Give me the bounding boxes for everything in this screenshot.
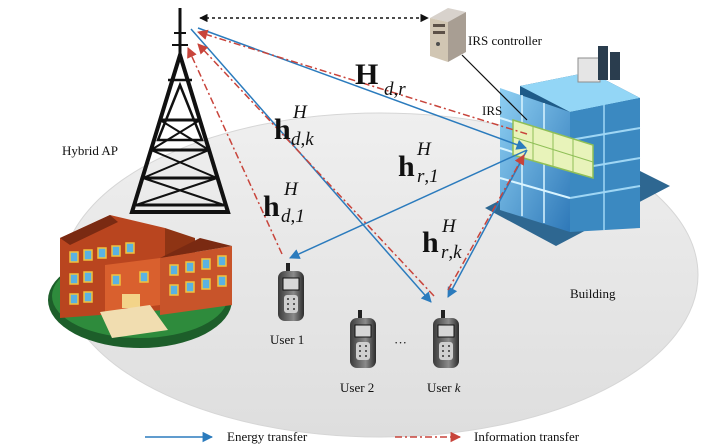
information-links — [187, 29, 528, 297]
user-2-phone-icon — [350, 310, 376, 368]
energy-link-ap-userk — [190, 28, 432, 303]
users-ellipsis: ··· — [394, 335, 407, 350]
channel-label-hr1: h H r,1 — [398, 139, 439, 187]
svg-text:r,1: r,1 — [417, 166, 439, 187]
svg-text:h: h — [398, 150, 415, 183]
svg-text:d,r: d,r — [384, 79, 406, 100]
user-1-phone-icon — [278, 263, 304, 321]
svg-text:h: h — [274, 113, 291, 146]
energy-link-ap-irs — [197, 27, 527, 150]
info-link-userk-ap — [197, 43, 435, 297]
energy-link-irs-user1 — [289, 149, 528, 259]
building-icon — [485, 46, 670, 246]
channel-label-hdk: h H d,k — [274, 102, 314, 150]
svg-text:H: H — [355, 58, 378, 91]
info-link-userk-irs — [447, 154, 525, 291]
user-k-label: User k — [427, 380, 461, 395]
svg-text:H: H — [416, 139, 432, 160]
svg-text:r,k: r,k — [441, 242, 462, 263]
house-icon — [48, 215, 232, 348]
svg-text:h: h — [422, 226, 439, 259]
svg-text:d,1: d,1 — [281, 206, 305, 227]
user-1-label: User 1 — [270, 332, 304, 347]
building-label: Building — [570, 286, 616, 301]
energy-links — [190, 27, 528, 303]
user-k-phone-icon — [433, 310, 459, 368]
irs-controller-server-icon — [430, 8, 466, 62]
svg-text:H: H — [441, 216, 457, 237]
hybrid-ap-label: Hybrid AP — [62, 143, 118, 158]
svg-text:h: h — [263, 190, 280, 223]
legend-energy-label: Energy transfer — [227, 429, 308, 444]
info-link-irs-ap — [196, 29, 528, 135]
hybrid-ap-tower-icon — [129, 8, 231, 214]
control-links — [199, 13, 528, 121]
channel-label-hd1: h H d,1 — [263, 179, 305, 227]
irs-controller-label: IRS controller — [468, 33, 543, 48]
legend: Energy transfer Information transfer — [145, 429, 580, 444]
user-2-label: User 2 — [340, 380, 374, 395]
channel-label-Hdr: H d,r — [355, 58, 406, 100]
legend-information-label: Information transfer — [474, 429, 580, 444]
channel-label-hrk: h H r,k — [422, 216, 462, 263]
svg-text:d,k: d,k — [291, 129, 314, 150]
svg-text:H: H — [292, 102, 308, 123]
svg-text:H: H — [283, 179, 299, 200]
irs-label: IRS — [482, 103, 502, 118]
energy-link-irs-userk — [447, 149, 528, 298]
